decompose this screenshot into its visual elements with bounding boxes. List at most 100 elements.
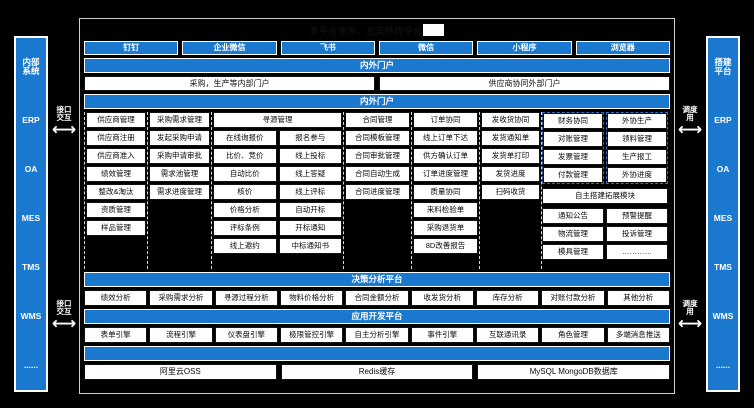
- decision-item[interactable]: 对账付款分析: [541, 290, 605, 306]
- spacer: [149, 220, 210, 236]
- module-header-supplier[interactable]: 供应商管理: [86, 112, 146, 128]
- module-item[interactable]: 供方确认订单: [413, 148, 478, 164]
- page-title: 多平台使用，且支持跨平台: [309, 25, 423, 36]
- module-item[interactable]: 核价: [213, 184, 277, 200]
- channel-miniprogram[interactable]: 小程序: [477, 41, 572, 55]
- module-item[interactable]: 在线询报价: [213, 130, 277, 146]
- module-item[interactable]: 合同审批管理: [345, 148, 410, 164]
- module-item[interactable]: 质量协同: [413, 184, 478, 200]
- decision-item[interactable]: 寻源过程分析: [214, 290, 278, 306]
- channel-wecom[interactable]: 企业微信: [182, 41, 277, 55]
- module-item[interactable]: 资质管理: [86, 202, 146, 218]
- app-engine-item[interactable]: 互联通讯录: [475, 327, 540, 343]
- infra-database[interactable]: MySQL MongoDB数据库: [477, 364, 671, 380]
- app-engine-item[interactable]: 角色管理: [541, 327, 605, 343]
- app-engine-item[interactable]: 多端消息推送: [606, 327, 670, 343]
- app-engine-item[interactable]: 自主分析引擎: [345, 327, 409, 343]
- module-item[interactable]: 预警提醒: [606, 208, 668, 224]
- module-item[interactable]: 发起采购申请: [149, 130, 210, 146]
- module-item[interactable]: 扫码收货: [481, 184, 540, 200]
- decision-item[interactable]: 其他分析: [606, 290, 670, 306]
- spacer: [149, 202, 210, 218]
- module-item[interactable]: 对账管理: [543, 131, 603, 147]
- module-item[interactable]: …………: [606, 244, 668, 260]
- module-col-order: 订单协同 线上订单下达 供方确认订单 订单进度管理 质量协同 来料检验单 采购退…: [412, 112, 480, 269]
- module-item[interactable]: 自动比价: [213, 166, 277, 182]
- module-header-shipping[interactable]: 发收货协同: [481, 112, 540, 128]
- decision-item[interactable]: 采购需求分析: [149, 290, 213, 306]
- decision-item[interactable]: 收发货分析: [410, 290, 474, 306]
- infra-redis[interactable]: Redis缓存: [280, 364, 474, 380]
- module-item[interactable]: 开标通知: [278, 220, 342, 236]
- module-item[interactable]: 需求进度管理: [149, 184, 210, 200]
- module-item[interactable]: 报名参与: [278, 130, 342, 146]
- connector-right-bottom: 调度 用 ⟷: [674, 299, 706, 331]
- module-header-finance[interactable]: 财务协同: [543, 113, 603, 129]
- channel-feishu[interactable]: 飞书: [280, 41, 375, 55]
- connector-right-bottom-label: 调度 用: [682, 299, 698, 317]
- module-item[interactable]: 来料检验单: [413, 202, 478, 218]
- module-item[interactable]: 供应商准入: [86, 148, 146, 164]
- module-item[interactable]: 线上订单下达: [413, 130, 478, 146]
- module-item[interactable]: 通知公告: [542, 208, 604, 224]
- module-item[interactable]: 线上答疑: [278, 166, 342, 182]
- module-item[interactable]: 8D改善报告: [413, 238, 478, 254]
- module-item[interactable]: 生产报工: [607, 149, 667, 165]
- app-engine-item[interactable]: 极限管控引擎: [279, 327, 344, 343]
- portal-supplier-external[interactable]: 供应商协同外部门户: [379, 76, 670, 91]
- app-engine-item[interactable]: 表单引擎: [84, 327, 148, 343]
- module-item[interactable]: 供应商注册: [86, 130, 146, 146]
- decision-item[interactable]: 物料价格分析: [279, 290, 344, 306]
- channel-dingtalk[interactable]: 钉钉: [84, 41, 179, 55]
- module-item[interactable]: 比价、竞价: [213, 148, 277, 164]
- module-item[interactable]: 发货单打印: [481, 148, 540, 164]
- module-item[interactable]: 订单进度管理: [413, 166, 478, 182]
- module-item[interactable]: 整改&淘汰: [86, 184, 146, 200]
- module-item[interactable]: 线上评标: [278, 184, 342, 200]
- portal-internal[interactable]: 采购，生产等内部门户: [84, 76, 375, 91]
- module-item[interactable]: 合同自动生成: [345, 166, 410, 182]
- module-item[interactable]: 模具管理: [542, 244, 604, 260]
- module-item[interactable]: 领料管理: [607, 131, 667, 147]
- decision-item[interactable]: 绩效分析: [84, 290, 148, 306]
- app-engine-item[interactable]: 流程引擎: [149, 327, 213, 343]
- module-item[interactable]: 线上邀约: [213, 238, 277, 254]
- module-item[interactable]: 发货通知单: [481, 130, 540, 146]
- module-item[interactable]: 采购退货单: [413, 220, 478, 236]
- module-item[interactable]: 发货进度: [481, 166, 540, 182]
- decision-item[interactable]: 库存分析: [475, 290, 540, 306]
- app-engine-item[interactable]: 事件引擎: [410, 327, 474, 343]
- rail-item-tms-right: TMS: [714, 261, 732, 272]
- channel-browser[interactable]: 浏览器: [575, 41, 670, 55]
- module-item[interactable]: 自动开标: [278, 202, 342, 218]
- module-item[interactable]: 合同进度管理: [345, 184, 410, 200]
- diagram-title: 多平台使用，且支持跨平台: [84, 22, 670, 38]
- module-item[interactable]: 价格分析: [213, 202, 277, 218]
- module-item[interactable]: 发票管理: [543, 149, 603, 165]
- decision-item[interactable]: 合同金额分析: [345, 290, 409, 306]
- module-item[interactable]: 付款管理: [543, 167, 603, 183]
- module-header-sourcing[interactable]: 寻源管理: [213, 112, 342, 128]
- module-item[interactable]: 投诉管理: [606, 226, 668, 242]
- module-item[interactable]: 评标条例: [213, 220, 277, 236]
- module-item[interactable]: 物流管理: [542, 226, 604, 242]
- module-header-contract[interactable]: 合同管理: [345, 112, 410, 128]
- module-item[interactable]: 需求池管理: [149, 166, 210, 182]
- module-header-outsourcing[interactable]: 外协生产: [607, 113, 667, 129]
- module-header-purchase-demand[interactable]: 采购需求管理: [149, 112, 210, 128]
- channel-wechat[interactable]: 微信: [378, 41, 474, 55]
- connector-left-bottom-label: 接口 交互: [56, 299, 72, 317]
- connector-left-bottom: 接口 交互 ⟷: [48, 299, 80, 331]
- module-item[interactable]: 采购申请审批: [149, 148, 210, 164]
- extension-header[interactable]: 自主搭建拓展模块: [542, 188, 668, 204]
- module-header-order[interactable]: 订单协同: [413, 112, 478, 128]
- app-engine-item[interactable]: 仪表盘引擎: [214, 327, 278, 343]
- module-item[interactable]: 中标通知书: [278, 238, 342, 254]
- module-item[interactable]: 绩效管理: [86, 166, 146, 182]
- module-item[interactable]: 合同模板管理: [345, 130, 410, 146]
- module-item[interactable]: 样品管理: [86, 220, 146, 236]
- module-item[interactable]: 线上投标: [278, 148, 342, 164]
- finance-outsourcing-top: 财务协同 对账管理 发票管理 付款管理 外协生产 领料管理 生产报工 外协进度: [542, 112, 668, 184]
- infra-oss[interactable]: 阿里云OSS: [84, 364, 277, 380]
- module-item[interactable]: 外协进度: [607, 167, 667, 183]
